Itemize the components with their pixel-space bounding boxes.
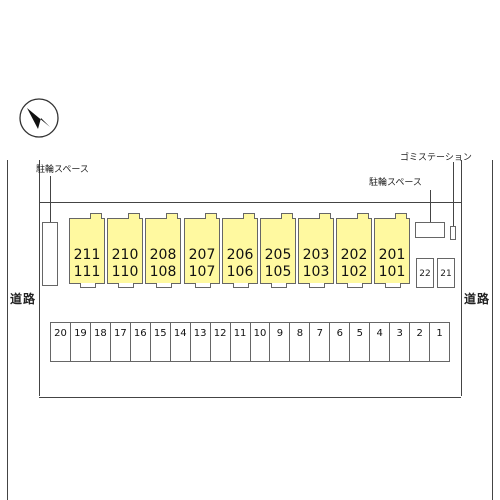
unit-entrance	[385, 283, 401, 288]
parking-stall-22: 22	[416, 258, 434, 288]
parking-stall-3: 3	[390, 323, 411, 361]
unit-entrance	[195, 283, 211, 288]
unit-upper-number: 210	[111, 247, 139, 263]
parking-stall-10: 10	[251, 323, 271, 361]
bicycle-left-pointer	[50, 176, 51, 222]
garbage-station-label: ゴミステーション	[400, 153, 472, 163]
unit-lower-number: 111	[73, 264, 101, 280]
parking-stall-15: 15	[151, 323, 171, 361]
site-boundary	[39, 202, 461, 398]
unit-upper-number: 205	[264, 247, 292, 263]
parking-stall-17: 17	[111, 323, 131, 361]
unit-upper-number: 207	[188, 247, 216, 263]
parking-stall-6: 6	[330, 323, 351, 361]
garbage-pointer	[453, 162, 454, 226]
unit-lower-number: 108	[149, 264, 177, 280]
parking-stall-1: 1	[436, 328, 443, 339]
unit-roof-notch	[128, 213, 140, 219]
parking-stall-21: 21	[437, 258, 455, 288]
unit-lower-number: 110	[111, 264, 139, 280]
north-arrow-icon	[19, 98, 59, 138]
parking-stall-13: 13	[191, 323, 211, 361]
parking-stall-2: 2	[410, 323, 431, 361]
unit-roof-notch	[319, 213, 331, 219]
unit-roof-notch	[357, 213, 369, 219]
parking-stall-12: 12	[211, 323, 231, 361]
unit-lower-number: 107	[188, 264, 216, 280]
parking-stall-11: 11	[231, 323, 251, 361]
parking-stall-8: 8	[290, 323, 311, 361]
parking-stall-16: 16	[131, 323, 151, 361]
bicycle-space-left-label: 駐輪スペース	[36, 165, 89, 175]
unit-roof-notch	[205, 213, 217, 219]
bicycle-space-right	[415, 222, 445, 238]
unit-roof-notch	[243, 213, 255, 219]
garbage-station	[450, 226, 456, 240]
unit-roof-notch	[281, 213, 293, 219]
unit-roof-notch	[166, 213, 178, 219]
parking-stall-20: 20	[51, 323, 71, 361]
site-left-edge	[39, 160, 40, 396]
unit-upper-number: 208	[149, 247, 177, 263]
parking-stall-14: 14	[171, 323, 191, 361]
parking-stall-18: 18	[91, 323, 111, 361]
parking-stall-7: 7	[310, 323, 331, 361]
unit-upper-number: 211	[73, 247, 101, 263]
unit-entrance	[118, 283, 134, 288]
parking-stall-19: 19	[71, 323, 91, 361]
unit-lower-number: 103	[302, 264, 330, 280]
unit-entrance	[156, 283, 172, 288]
unit-lower-number: 101	[378, 264, 406, 280]
unit-entrance	[80, 283, 96, 288]
road-label-left: 道路	[10, 292, 37, 306]
unit-upper-number: 201	[378, 247, 406, 263]
unit-upper-number: 206	[226, 247, 254, 263]
road-label-right: 道路	[464, 292, 491, 306]
unit-entrance	[309, 283, 325, 288]
unit-upper-number: 203	[302, 247, 330, 263]
parking-stall-4: 4	[370, 323, 391, 361]
bicycle-space-right-label: 駐輪スペース	[369, 178, 422, 188]
parking-stall-5: 5	[350, 323, 371, 361]
unit-roof-notch	[90, 213, 102, 219]
parking-stall-9: 9	[270, 323, 291, 361]
unit-lower-number: 106	[226, 264, 254, 280]
unit-roof-notch	[395, 213, 407, 219]
unit-entrance	[271, 283, 287, 288]
unit-lower-number: 105	[264, 264, 292, 280]
site-right-edge	[461, 160, 462, 396]
unit-entrance	[233, 283, 249, 288]
road-left-line	[7, 160, 8, 500]
bicycle-space-left	[42, 222, 58, 286]
unit-lower-number: 102	[340, 264, 368, 280]
unit-upper-number: 202	[340, 247, 368, 263]
unit-entrance	[347, 283, 363, 288]
road-right-line	[492, 160, 493, 500]
bicycle-right-pointer	[430, 190, 431, 222]
